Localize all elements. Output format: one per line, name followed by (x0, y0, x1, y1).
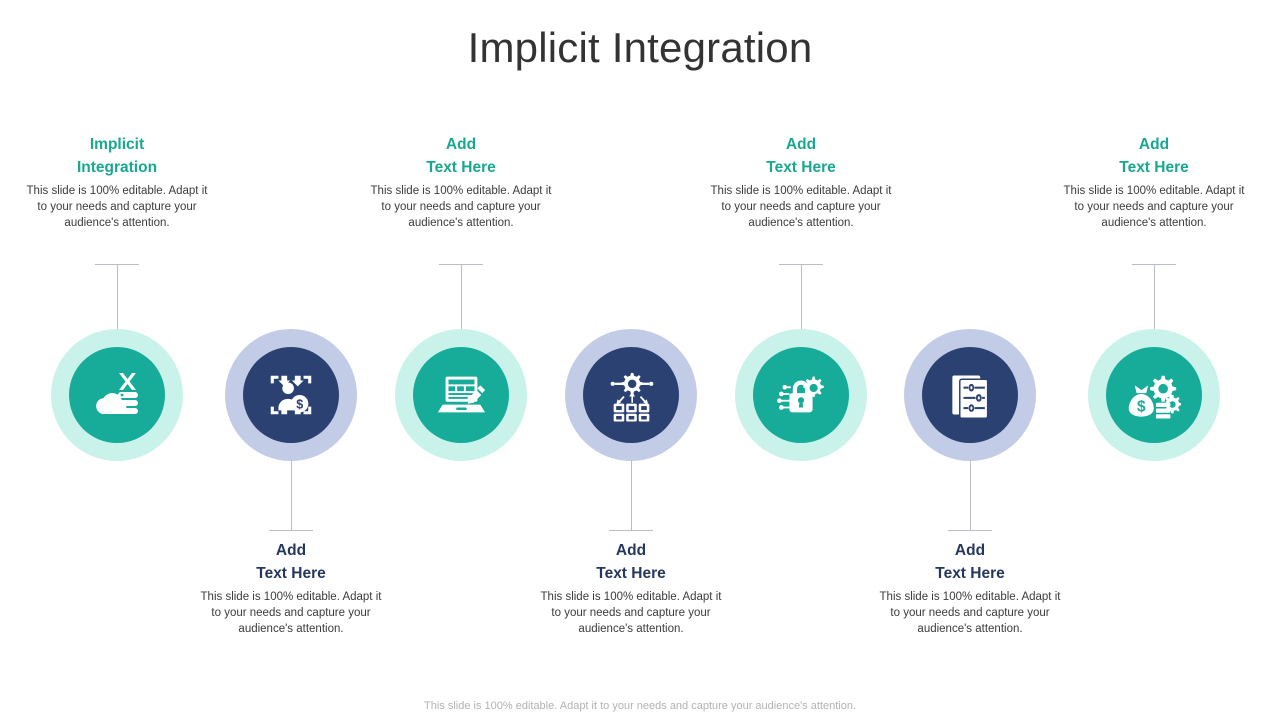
svg-text:$: $ (296, 398, 303, 412)
node-heading-4-line2: Text Here (596, 565, 666, 582)
node-label-7: Add Text Here This slide is 100% editabl… (1054, 133, 1254, 231)
node-heading-7: Add Text Here (1054, 133, 1254, 179)
node-circle-5[interactable] (735, 329, 867, 461)
node-disc-5 (753, 347, 849, 443)
node-heading-6: Add Text Here (870, 539, 1070, 585)
svg-text:$: $ (1137, 398, 1146, 415)
user-money-exchange-icon: $ (264, 368, 318, 422)
connector-cap-4 (609, 530, 653, 531)
node-disc-3 (413, 347, 509, 443)
node-disc-6 (922, 347, 1018, 443)
connector-cap-2 (269, 530, 313, 531)
connector-line-3 (461, 264, 462, 330)
node-heading-5: Add Text Here (701, 133, 901, 179)
node-circle-1[interactable] (51, 329, 183, 461)
lock-circuit-gear-icon (774, 368, 828, 422)
connector-line-7 (1154, 264, 1155, 330)
node-body-3: This slide is 100% editable. Adapt it to… (370, 185, 552, 229)
node-heading-2: Add Text Here (191, 539, 391, 585)
footer-note: This slide is 100% editable. Adapt it to… (424, 700, 856, 712)
node-body-6: This slide is 100% editable. Adapt it to… (879, 591, 1061, 635)
node-heading-1: Implicit Integration (17, 133, 217, 179)
node-body-4: This slide is 100% editable. Adapt it to… (540, 591, 722, 635)
node-label-2: Add Text Here This slide is 100% editabl… (191, 539, 391, 637)
node-disc-4 (583, 347, 679, 443)
laptop-edit-icon (434, 368, 488, 422)
node-disc-2: $ (243, 347, 339, 443)
node-heading-6-line2: Text Here (935, 565, 1005, 582)
connector-line-2 (291, 460, 292, 530)
node-heading-5-line2: Text Here (766, 159, 836, 176)
node-heading-1-line2: Integration (76, 159, 158, 176)
node-circle-7[interactable]: $ (1088, 329, 1220, 461)
node-heading-4: Add Text Here (531, 539, 731, 585)
gear-hierarchy-icon (604, 368, 658, 422)
node-heading-7-line2: Text Here (1119, 159, 1189, 176)
node-heading-6-line1: Add (954, 542, 986, 559)
node-label-1: Implicit Integration This slide is 100% … (17, 133, 217, 231)
node-heading-1-line1: Implicit (89, 136, 145, 153)
node-heading-2-line1: Add (275, 542, 307, 559)
node-heading-3-line1: Add (445, 136, 477, 153)
node-heading-2-line2: Text Here (256, 565, 326, 582)
node-circle-4[interactable] (565, 329, 697, 461)
document-settings-sliders-icon (944, 369, 996, 421)
node-circle-3[interactable] (395, 329, 527, 461)
connector-line-1 (117, 264, 118, 330)
node-heading-7-line1: Add (1138, 136, 1170, 153)
node-body-1: This slide is 100% editable. Adapt it to… (26, 185, 208, 229)
connector-line-4 (631, 460, 632, 530)
node-heading-3: Add Text Here (361, 133, 561, 179)
page-title: Implicit Integration (467, 24, 813, 71)
cloud-server-disconnect-icon (89, 367, 145, 423)
connector-line-6 (970, 460, 971, 530)
node-label-3: Add Text Here This slide is 100% editabl… (361, 133, 561, 231)
node-heading-4-line1: Add (615, 542, 647, 559)
node-circle-6[interactable] (904, 329, 1036, 461)
connector-cap-6 (948, 530, 992, 531)
node-body-2: This slide is 100% editable. Adapt it to… (200, 591, 382, 635)
node-label-5: Add Text Here This slide is 100% editabl… (701, 133, 901, 231)
node-heading-5-line1: Add (785, 136, 817, 153)
node-body-5: This slide is 100% editable. Adapt it to… (710, 185, 892, 229)
node-disc-1 (69, 347, 165, 443)
node-disc-7: $ (1106, 347, 1202, 443)
node-heading-3-line2: Text Here (426, 159, 496, 176)
node-label-6: Add Text Here This slide is 100% editabl… (870, 539, 1070, 637)
node-circle-2[interactable]: $ (225, 329, 357, 461)
node-label-4: Add Text Here This slide is 100% editabl… (531, 539, 731, 637)
node-body-7: This slide is 100% editable. Adapt it to… (1063, 185, 1245, 229)
connector-line-5 (801, 264, 802, 330)
money-bag-gears-icon: $ (1127, 368, 1181, 422)
